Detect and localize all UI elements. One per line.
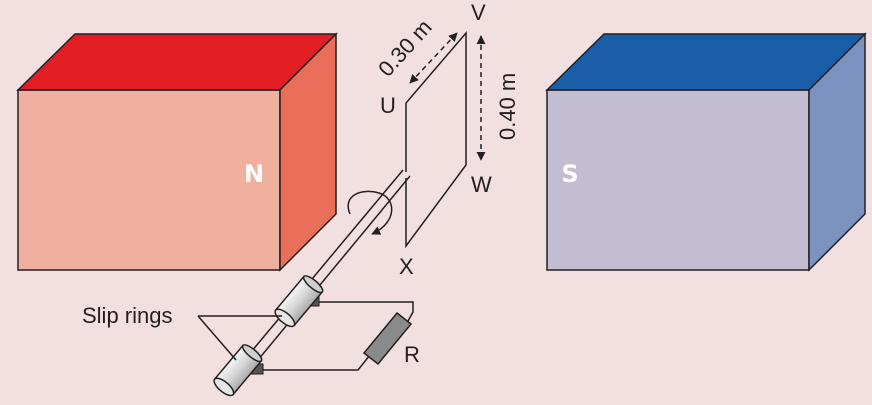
rotating-coil (405, 30, 467, 249)
slip-rings-leader-lower (197, 315, 237, 361)
axle-edge-lower (233, 175, 411, 390)
width-dimension-label: 0.30 m (373, 15, 437, 82)
corner-w-label: W (471, 172, 492, 197)
north-pole-label: N (244, 160, 264, 188)
axle (225, 169, 411, 390)
south-pole-label: S (561, 160, 578, 188)
north-magnet-front (17, 89, 281, 271)
height-dimension-label: 0.40 m (495, 73, 520, 140)
slip-rings-label: Slip rings (82, 303, 172, 328)
resistor: R (362, 311, 420, 367)
lower-slip-ring (213, 344, 263, 397)
width-dimension-arrow (409, 32, 458, 84)
corner-x-label: X (399, 254, 414, 279)
lower-wire (262, 349, 375, 371)
dimension-arrows: 0.30 m 0.40 m (373, 15, 520, 161)
rotation-arrow (347, 190, 393, 235)
corner-v-label: V (471, 0, 486, 25)
north-magnet: N (16, 32, 338, 272)
slip-rings: Slip rings (82, 275, 324, 397)
coil-corner-labels: U V W X (380, 0, 492, 279)
south-magnet: S (545, 32, 867, 272)
rotation-arrow-curve (347, 190, 393, 235)
corner-u-label: U (380, 93, 396, 118)
resistor-body (362, 311, 413, 366)
resistor-label: R (404, 342, 420, 367)
axle-edge-upper (225, 169, 404, 383)
upper-slip-ring (274, 275, 324, 328)
south-magnet-side (808, 32, 866, 272)
south-magnet-front (546, 89, 810, 271)
north-magnet-side (279, 32, 337, 272)
